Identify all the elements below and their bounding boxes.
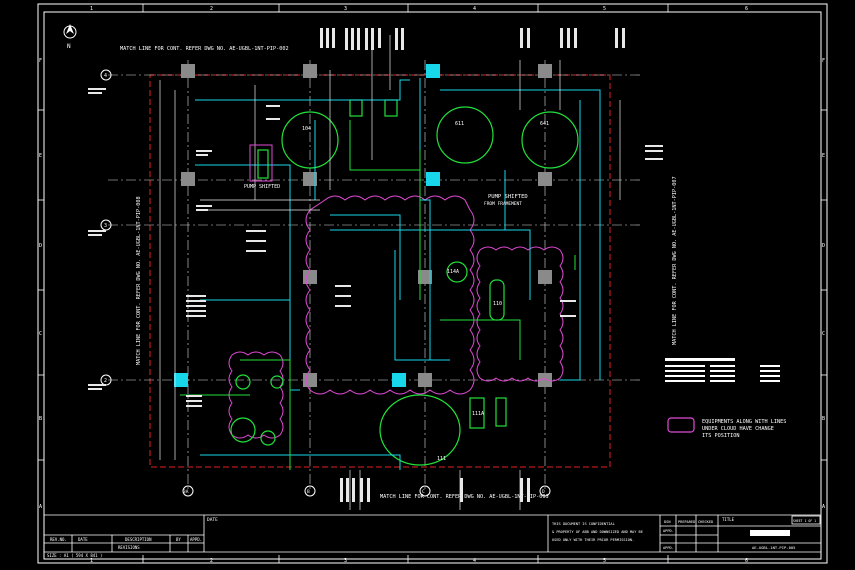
rev-header-description: DESCRIPTION — [125, 537, 152, 542]
row-mark: D — [39, 243, 42, 249]
column-mark: 6 — [745, 6, 748, 12]
pipe-routes-cyan — [195, 78, 601, 470]
row-mark: B — [39, 416, 42, 422]
column-mark: 3 — [344, 6, 347, 12]
match-line-right: MATCH LINE FOR CONT. REFER DWG NO. AE-UG… — [672, 176, 678, 345]
row-mark: C — [822, 331, 825, 337]
cyan-blocks — [174, 64, 440, 387]
equipment-tag: 110 — [493, 301, 502, 307]
sign-row-2: APPD. — [663, 546, 674, 550]
pipe-routes-white — [159, 35, 621, 510]
pump-shifted-label-2: PUMP SHIFTED — [488, 194, 528, 200]
grid-bubble-label: B — [307, 489, 310, 495]
column-mark: 2 — [210, 6, 213, 12]
grid-bubbles-left — [100, 69, 551, 497]
pump-shifted-box — [249, 144, 273, 182]
column-mark: 5 — [603, 558, 606, 564]
sign-header-prepared: PREPARED — [678, 520, 695, 524]
pipe-routes-green — [180, 120, 576, 470]
row-mark: D — [822, 243, 825, 249]
reference-table — [665, 358, 780, 382]
rev-header-revno: REV.NO. — [50, 537, 67, 542]
grid-bubble-label: 4 — [104, 73, 107, 79]
grid-bubble-label: D — [542, 489, 545, 495]
revision-cloud-main — [305, 195, 475, 395]
grid-bubble-label: 2 — [104, 378, 107, 384]
grid-bubble-label: C — [422, 489, 425, 495]
rev-header-by: BY — [176, 537, 181, 542]
rev-header-date: DATE — [78, 537, 88, 542]
structure-columns — [181, 64, 552, 387]
row-mark: F — [822, 58, 825, 64]
legend-line-2: UNDER CLOUD HAVE CHANGE — [702, 426, 774, 432]
revision-cloud-left — [228, 351, 284, 439]
north-arrow-icon — [63, 24, 77, 39]
size-note: SIZE : A1 ( 594 X 841 ) — [47, 553, 102, 558]
equipment-tag: 111A — [472, 411, 484, 417]
column-mark: 5 — [603, 6, 606, 12]
doc-note-2: & PROPERTY OF ABB AND DOWNSIZED AND MAY … — [552, 530, 643, 534]
title-block — [44, 514, 821, 553]
title-date-label: DATE — [207, 517, 218, 523]
legend-line-3: ITS POSITION — [702, 433, 739, 439]
row-mark: F — [39, 58, 42, 64]
equipment-tag: 611 — [455, 121, 464, 127]
row-mark: E — [39, 153, 42, 159]
equipment-tag: 641 — [540, 121, 549, 127]
drawing-number: AE-UGBL-1NT-PIP-005 — [752, 545, 795, 550]
legend-cloud-symbol — [667, 417, 695, 433]
column-mark: 3 — [344, 558, 347, 564]
equipment-tag: 104 — [302, 126, 311, 132]
column-mark: 4 — [473, 558, 476, 564]
title-label: TITLE — [722, 517, 735, 522]
grid-bubble-labels: 4 3 2 3A B C D — [104, 73, 545, 495]
grid-bubble-label: 3A — [183, 489, 189, 495]
pump-shifted-label: PUMP SHIFTED — [244, 184, 280, 190]
match-line-left: MATCH LINE FOR CONT. REFER DWG NO. AE-UG… — [136, 196, 142, 365]
grid-lines — [108, 60, 640, 490]
doc-note-1: THIS DOCUMENT IS CONFIDENTIAL — [552, 522, 615, 526]
column-mark: 1 — [90, 558, 93, 564]
column-mark: 4 — [473, 6, 476, 12]
rev-desc-value: REVISIONS — [118, 545, 140, 550]
row-mark: E — [822, 153, 825, 159]
outer-frame — [37, 3, 828, 564]
north-label: N — [67, 43, 71, 50]
row-marks: F F E E D D C C B B A A — [39, 58, 825, 510]
annotation-blocks — [88, 28, 663, 502]
sign-row-1: APPD. — [663, 529, 674, 533]
equipment-labels: 104 611 641 114A 110 111 111A — [302, 121, 549, 462]
sheet-number: SHEET 1 OF 1 — [793, 519, 816, 523]
doc-note-3: USED ONLY WITH THEIR PRIOR PERMISSION. — [552, 538, 634, 542]
revision-cloud-right — [476, 246, 564, 382]
sheet-box — [791, 515, 821, 525]
title-white-bar — [750, 530, 790, 536]
equipment-tag: 114A — [447, 269, 459, 275]
row-mark: B — [822, 416, 825, 422]
equipment-tag: 111 — [437, 456, 446, 462]
sign-header-dsn: DSN — [664, 520, 671, 524]
column-mark: 2 — [210, 558, 213, 564]
pump-shifted-sub: FROM FRAMEMENT — [484, 201, 522, 207]
row-mark: C — [39, 331, 42, 337]
match-line-bottom: MATCH LINE FOR CONT. REFER DWG NO. AE-UG… — [380, 494, 549, 500]
legend-line-1: EQUIPMENTS ALONG WITH LINES — [702, 419, 786, 425]
column-mark: 1 — [90, 6, 93, 12]
column-mark: 6 — [745, 558, 748, 564]
column-ticks — [38, 4, 827, 563]
match-line-top: MATCH LINE FOR CONT. REFER DWG NO. AE-UG… — [120, 46, 289, 52]
rev-header-appd: APPD. — [190, 537, 202, 542]
row-mark: A — [822, 504, 825, 510]
sign-header-checked: CHECKED — [698, 520, 713, 524]
row-mark: A — [39, 504, 42, 510]
inner-frame — [43, 11, 822, 560]
column-marks: 1 1 2 2 3 3 4 4 5 5 6 6 — [90, 6, 748, 564]
grid-bubble-label: 3 — [104, 223, 107, 229]
